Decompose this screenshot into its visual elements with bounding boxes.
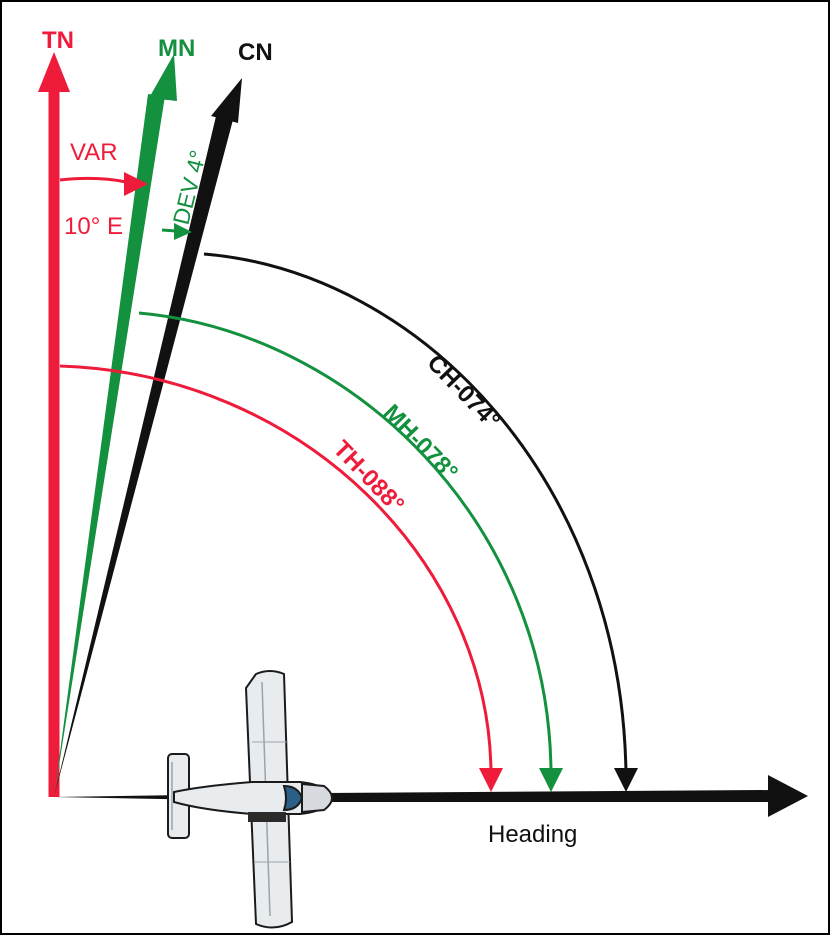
magnetic-north-label: MN bbox=[158, 35, 195, 62]
true-heading-label: TH-088° bbox=[328, 435, 410, 518]
heading-label: Heading bbox=[488, 821, 577, 848]
compass-north-arrow bbox=[54, 78, 242, 797]
compass-heading-label: CH-074° bbox=[422, 349, 506, 434]
compass-heading-arc bbox=[203, 252, 638, 792]
magnetic-north-arrow bbox=[54, 54, 177, 797]
airplane-top-view-icon bbox=[167, 670, 334, 929]
magnetic-heading-arc bbox=[138, 311, 563, 792]
magnetic-heading-label: MH-078° bbox=[378, 399, 463, 486]
true-north-label: TN bbox=[42, 27, 74, 54]
variation-arrow bbox=[59, 172, 148, 196]
true-heading-arc bbox=[59, 364, 503, 792]
compass-north-label: CN bbox=[238, 39, 273, 66]
deviation-arrow bbox=[161, 223, 192, 240]
true-north-arrow bbox=[38, 52, 70, 797]
variation-value: 10° E bbox=[64, 213, 123, 240]
variation-label: VAR bbox=[70, 139, 118, 166]
